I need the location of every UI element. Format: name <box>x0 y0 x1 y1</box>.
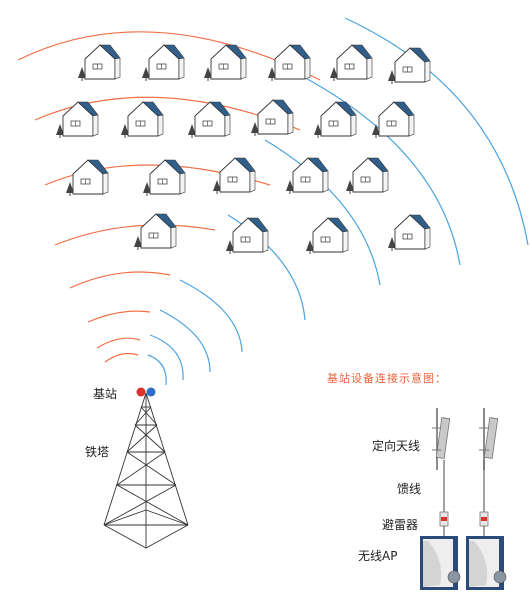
antenna-icon <box>479 417 499 459</box>
label-lightning-arrester: 避雷器 <box>382 518 419 532</box>
tree-icon <box>226 240 234 254</box>
tree-icon <box>346 180 354 194</box>
label-feeder: 馈线 <box>397 482 422 496</box>
house-icon <box>204 44 247 81</box>
signal-arc <box>344 17 529 246</box>
house-icon <box>213 157 256 194</box>
tower-icon <box>103 392 189 549</box>
house-icon <box>121 101 164 138</box>
house-icon <box>306 217 349 254</box>
signal-arc <box>147 354 167 386</box>
diagram-title: 基站设备连接示意图： <box>327 372 447 385</box>
house-icon <box>268 44 311 81</box>
house-icon <box>388 214 431 251</box>
tree-icon <box>204 67 212 81</box>
arrester-icon <box>439 511 449 527</box>
arrester-icon <box>479 511 489 527</box>
tree-icon <box>78 67 86 81</box>
tree-icon <box>314 124 322 138</box>
house-icon <box>372 101 415 138</box>
tree-icon <box>188 124 196 138</box>
label-base-station: 基站 <box>93 387 118 401</box>
house-icon <box>142 44 185 81</box>
signal-arcs-orange <box>17 31 321 363</box>
tree-icon <box>142 67 150 81</box>
houses <box>56 44 431 254</box>
house-icon <box>143 159 186 196</box>
tree-icon <box>330 67 338 81</box>
label-tower: 铁塔 <box>85 445 110 459</box>
house-icon <box>78 44 121 81</box>
house-icon <box>286 157 329 194</box>
signal-arc <box>159 309 211 373</box>
signal-arc <box>69 271 171 289</box>
tree-icon <box>388 237 396 251</box>
tree-icon <box>306 240 314 254</box>
house-icon <box>226 217 269 254</box>
house-icon <box>134 213 177 250</box>
equipment-chain <box>420 408 507 590</box>
signal-arc <box>87 310 151 323</box>
signal-arc <box>54 224 216 246</box>
house-icon <box>314 101 357 138</box>
house-icon <box>346 157 389 194</box>
house-icon <box>56 101 99 138</box>
tree-icon <box>372 124 380 138</box>
tree-icon <box>143 182 151 196</box>
signal-arc <box>299 74 461 266</box>
label-wireless-ap: 无线AP <box>358 549 398 563</box>
house-icon <box>66 159 109 196</box>
signal-arc <box>104 352 139 363</box>
antenna-icon <box>432 417 451 459</box>
wireless-ap-icon <box>420 536 461 590</box>
tree-icon <box>388 70 396 84</box>
tree-icon <box>286 180 294 194</box>
house-icon <box>330 44 373 81</box>
house-icon <box>388 47 431 84</box>
tree-icon <box>213 180 221 194</box>
tree-icon <box>121 124 129 138</box>
tree-icon <box>268 67 276 81</box>
signal-arc <box>96 337 141 349</box>
label-directional-antenna: 定向天线 <box>372 439 421 453</box>
base-station-node-red <box>136 387 146 397</box>
tree-icon <box>134 236 142 250</box>
signal-arc <box>149 334 184 381</box>
base-station-node-blue <box>146 387 156 397</box>
tree-icon <box>56 124 64 138</box>
tree-icon <box>251 122 259 136</box>
signal-arc <box>179 279 243 353</box>
house-icon <box>251 99 294 136</box>
wireless-ap-icon <box>466 536 507 590</box>
tree-icon <box>66 182 74 196</box>
signal-arc <box>264 139 381 286</box>
house-icon <box>188 101 231 138</box>
